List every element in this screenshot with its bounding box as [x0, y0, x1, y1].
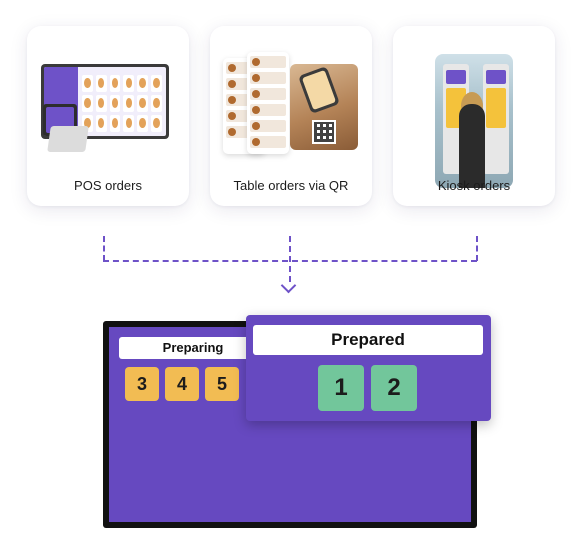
prepared-order-tile: 2 — [371, 365, 417, 411]
prepared-order-tile: 1 — [318, 365, 364, 411]
kiosk-orders-label: Kiosk orders — [437, 178, 511, 193]
pos-orders-label: POS orders — [74, 178, 142, 193]
qr-orders-card: Table orders via QR — [210, 26, 372, 206]
connector-line-qr — [289, 236, 291, 282]
connector-line-pos — [103, 236, 105, 261]
preparing-orders: 3 4 5 — [125, 367, 239, 401]
prepared-header: Prepared — [253, 325, 483, 355]
preparing-order-tile: 4 — [165, 367, 199, 401]
preparing-header: Preparing — [119, 337, 267, 359]
connector-line-kiosk — [476, 236, 478, 261]
prepared-orders: 1 2 — [318, 365, 417, 411]
qr-orders-label: Table orders via QR — [233, 178, 349, 193]
kiosk-orders-card: Kiosk orders — [393, 26, 555, 206]
pos-orders-card: POS orders — [27, 26, 189, 206]
connector-line-horizontal — [103, 260, 477, 262]
arrow-down-icon — [280, 277, 297, 294]
preparing-order-tile: 5 — [205, 367, 239, 401]
prepared-panel: Prepared 1 2 — [246, 315, 491, 421]
preparing-order-tile: 3 — [125, 367, 159, 401]
